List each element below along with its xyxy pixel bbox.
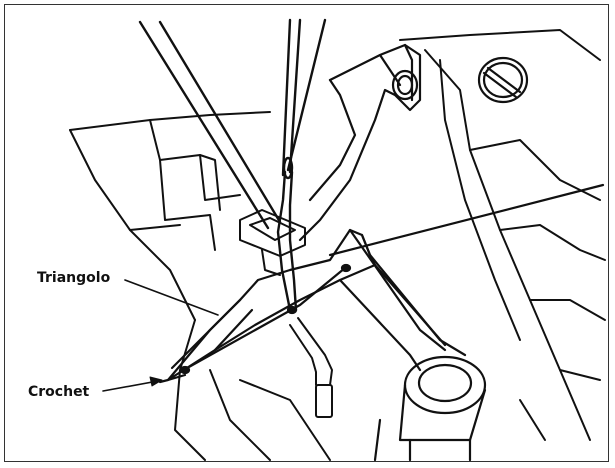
label-leaders <box>103 280 218 391</box>
machine-body-casting <box>400 30 605 440</box>
triangolo-leader-line <box>125 280 218 315</box>
needle-bracket <box>300 45 420 240</box>
long-wire <box>330 185 603 255</box>
triangolo-label: Triangolo <box>37 270 110 286</box>
crochet-leader-line <box>103 381 158 391</box>
lower-rod <box>290 318 332 417</box>
cylinder-post <box>375 357 485 460</box>
crochet-label: Crochet <box>28 384 89 400</box>
thread-guide <box>240 210 305 275</box>
crochet-arrowhead <box>150 377 162 386</box>
looper-arm <box>340 230 465 370</box>
screw-head <box>479 58 527 102</box>
